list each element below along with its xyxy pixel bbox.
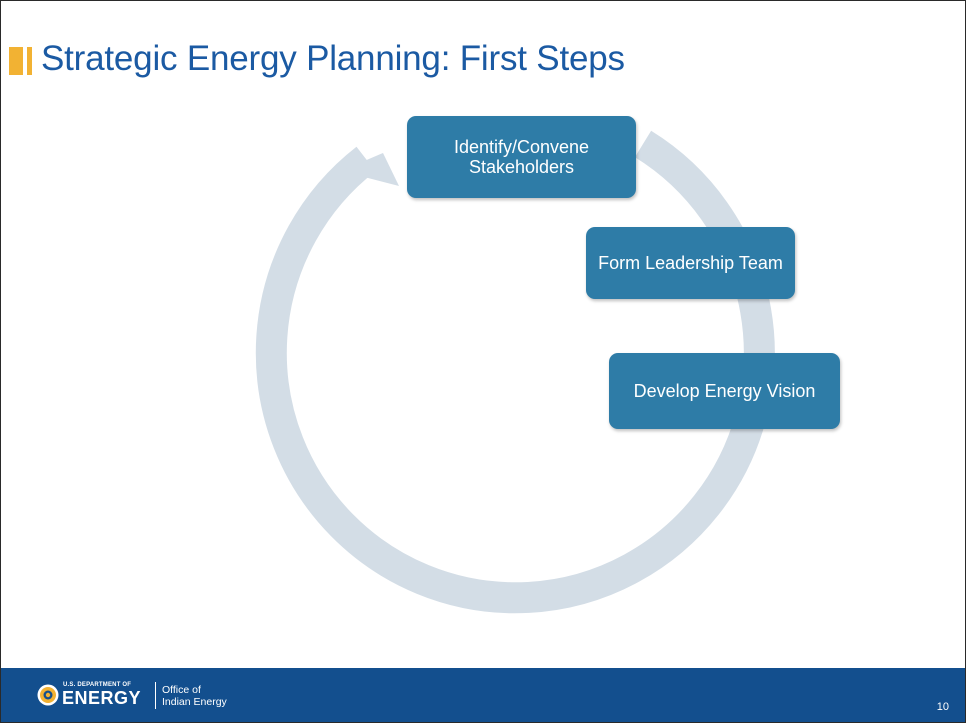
step-label: Form Leadership Team bbox=[598, 253, 783, 273]
cycle-arrow-ring bbox=[255, 130, 775, 614]
step-develop-energy-vision: Develop Energy Vision bbox=[609, 353, 840, 429]
accent-bar-narrow bbox=[27, 47, 32, 75]
cycle-arrow-head bbox=[341, 153, 399, 186]
page-number: 10 bbox=[936, 701, 949, 713]
office-name: Office of Indian Energy bbox=[162, 684, 227, 708]
agency-main-text: ENERGY bbox=[62, 688, 142, 708]
agency-top-text: U.S. DEPARTMENT OF bbox=[63, 682, 132, 688]
office-line-1: Office of bbox=[162, 684, 201, 696]
footer-bar: U.S. DEPARTMENT OF ENERGY Office of Indi… bbox=[1, 668, 965, 722]
slide-title: Strategic Energy Planning: First Steps bbox=[41, 39, 625, 78]
office-line-2: Indian Energy bbox=[162, 696, 227, 708]
accent-bar-wide bbox=[9, 47, 23, 75]
step-label: Identify/Convene Stakeholders bbox=[453, 137, 590, 177]
step-form-leadership-team: Form Leadership Team bbox=[586, 227, 795, 299]
step-label: Develop Energy Vision bbox=[633, 381, 816, 401]
step-identify-convene-stakeholders: Identify/Convene Stakeholders bbox=[407, 116, 636, 198]
footer-divider bbox=[155, 682, 156, 709]
doe-seal-icon bbox=[37, 684, 59, 706]
